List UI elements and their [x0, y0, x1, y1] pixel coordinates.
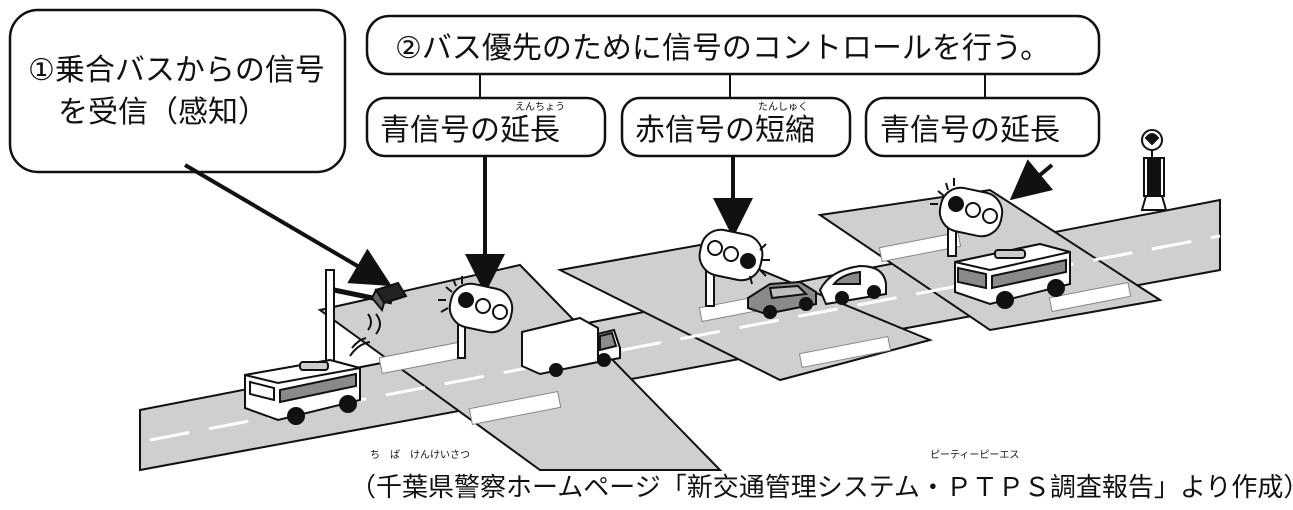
bus-wave-icon [349, 337, 371, 357]
crosswalk-4 [798, 335, 892, 369]
signal-middle-glow-icon [749, 243, 770, 285]
callout-receive-line1: ①乗合バスからの信号 [28, 53, 325, 88]
bus-sensor [325, 269, 408, 401]
signal-right-glow-icon [930, 178, 955, 205]
source-text: （千葉県警察ホームページ「新交通管理システム・ＰＴＰＳ調査報告」より作成） [350, 473, 1293, 503]
traffic-signal-right [930, 178, 1004, 257]
traffic-signal-middle [698, 228, 770, 307]
callout-green-right: 青信号の延長 [864, 96, 1101, 158]
callout-red: たんしゅく 赤信号の短縮 [620, 96, 852, 158]
crosswalk-5 [878, 231, 962, 263]
sensor-box [370, 281, 408, 313]
sensor-wave-icon [367, 313, 381, 335]
pedestrian-icon [1144, 133, 1160, 146]
bus-right-roof-unit [994, 249, 1026, 259]
crosswalk-2 [468, 390, 562, 426]
bus-left [244, 358, 361, 425]
source-caption: ち ば けんけいさつ ピーティーピーエス （千葉県警察ホームページ「新交通管理シ… [350, 449, 1293, 503]
car-dark [747, 280, 817, 319]
bus-left-windows [279, 372, 357, 404]
crosswalks [378, 231, 1132, 426]
crosswalk-6 [1048, 281, 1132, 313]
green-right-text: 青信号の延長 [880, 113, 1060, 148]
traffic-signal-left [438, 276, 514, 359]
control-connectors [479, 74, 986, 98]
signal-middle-lamp-lit [740, 253, 756, 269]
arrows [183, 156, 1054, 294]
callout-control-text: ②バス優先のために信号のコントロールを行う。 [395, 31, 1050, 66]
bus-right-windows [991, 258, 1067, 290]
source-ruby-chiba: ち ば けんけいさつ [370, 449, 470, 461]
bus-right [954, 242, 1071, 309]
callout-receive-line2: を受信（感知） [58, 95, 268, 130]
car-white [818, 264, 887, 306]
source-ruby-ptps: ピーティーピーエス [930, 449, 1019, 461]
red-ruby: たんしゅく [758, 101, 808, 113]
callout-green-left: えんちょう 青信号の延長 [365, 96, 607, 158]
signal-right-lamp-lit [948, 196, 964, 212]
callout-control: ②バス優先のために信号のコントロールを行う。 [365, 14, 1101, 76]
signal-left-lamp-lit [458, 292, 474, 308]
truck [521, 316, 621, 377]
arrow-to-sensor [183, 163, 392, 287]
green-left-ruby: えんちょう [515, 101, 565, 113]
red-text: 赤信号の短縮 [635, 113, 815, 148]
signal-left-glow-icon [438, 276, 463, 313]
arrow-to-signal-right [1009, 159, 1054, 201]
bus-left-wheel-1 [287, 407, 305, 425]
callout-receive: ①乗合バスからの信号 を受信（感知） [8, 8, 347, 174]
bus-left-roof-unit [299, 361, 329, 371]
green-left-text: 青信号の延長 [380, 113, 560, 148]
bus-left-wheel-2 [339, 395, 357, 413]
pedestrian-signal [1140, 129, 1168, 211]
